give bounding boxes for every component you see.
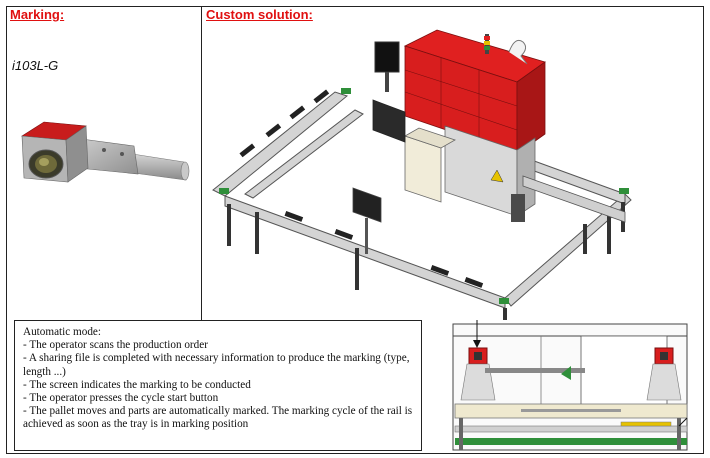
- automatic-mode-step: - A sharing file is completed with neces…: [23, 352, 410, 378]
- marking-station-side-view-image: [452, 320, 688, 451]
- automatic-mode-step: - The operator scans the production orde…: [23, 339, 208, 352]
- automatic-mode-title: Automatic mode:: [23, 326, 101, 338]
- marking-model-label: i103L-G: [12, 58, 59, 73]
- custom-solution-header: Custom solution:: [206, 7, 313, 22]
- automatic-mode-step: - The pallet moves and parts are automat…: [23, 405, 413, 431]
- laser-marker-image: [21, 121, 190, 183]
- document-frame: [6, 6, 704, 454]
- marking-header: Marking:: [10, 7, 65, 22]
- automatic-mode-step: - The screen indicates the marking to be…: [23, 378, 251, 391]
- automatic-mode-description: Automatic mode: - The operator scans the…: [14, 320, 422, 451]
- custom-solution-machine-image: [212, 29, 632, 320]
- column-divider: [201, 6, 202, 320]
- automatic-mode-step: - The operator presses the cycle start b…: [23, 392, 219, 405]
